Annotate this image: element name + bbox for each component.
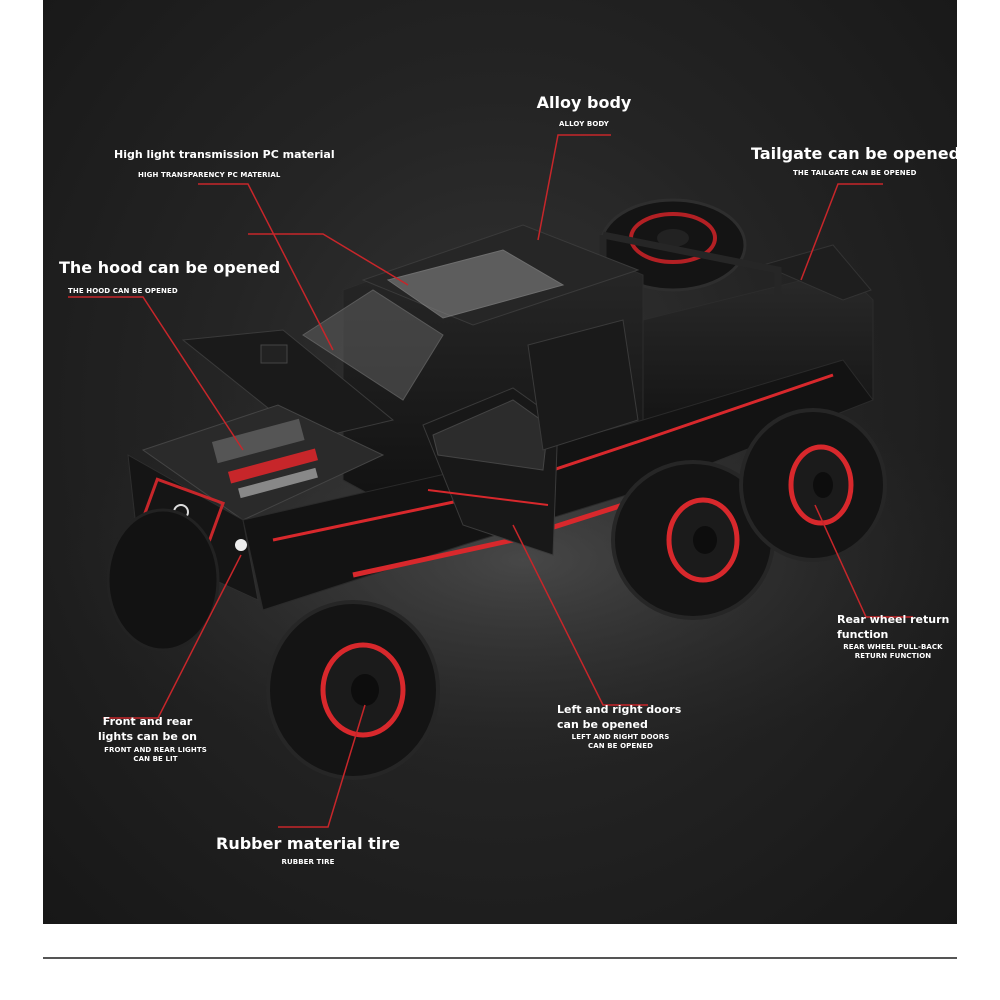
leader-hood — [68, 296, 244, 451]
headlight — [235, 539, 247, 551]
callout-lights-title-2: lights can be on — [97, 730, 198, 743]
leader-lines — [68, 134, 913, 828]
side-mirror — [260, 344, 288, 364]
sunroof — [386, 249, 565, 319]
callout-alloy-body-subtitle: ALLOY BODY — [559, 120, 609, 128]
engine-detail — [211, 418, 319, 499]
callout-rear-wheel-subtitle-1: REAR WHEEL PULL-BACK — [843, 643, 943, 651]
windshield — [302, 289, 444, 401]
leader-pc-material — [198, 183, 334, 351]
callout-rear-wheel-subtitle-2: RETURN FUNCTION — [854, 652, 932, 660]
leader-lights — [103, 554, 242, 719]
callout-hood-title: The hood can be opened — [59, 258, 281, 277]
door-trim — [427, 489, 549, 506]
leader-doors — [512, 524, 648, 706]
wheel-front-right — [106, 508, 220, 652]
wheel-front-left — [266, 600, 440, 780]
callout-doors-subtitle-2: CAN BE OPENED — [587, 742, 654, 750]
callout-lights-subtitle-1: FRONT AND REAR LIGHTS — [104, 746, 207, 754]
vehicle-illustration — [53, 134, 957, 828]
callout-doors-title-1: Left and right doors — [557, 703, 682, 716]
product-panel: Alloy body ALLOY BODY High light transmi… — [43, 0, 957, 924]
callout-tire-title: Rubber material tire — [216, 834, 400, 853]
wheel-middle — [611, 460, 775, 620]
callout-tailgate-subtitle: THE TAILGATE CAN BE OPENED — [793, 169, 917, 177]
callout-pc-material-subtitle: HIGH TRANSPARENCY PC MATERIAL — [138, 171, 281, 179]
callout-rear-wheel-title-2: function — [837, 628, 889, 641]
callout-hood-subtitle: THE HOOD CAN BE OPENED — [68, 287, 178, 295]
leader-pc-material-2 — [248, 233, 409, 286]
leader-tailgate — [800, 183, 883, 281]
callout-rear-wheel-title-1: Rear wheel return — [837, 613, 950, 626]
callout-lights-title-1: Front and rear — [102, 715, 193, 728]
callout-tailgate-title: Tailgate can be opened — [751, 144, 957, 163]
callout-doors-title-2: can be opened — [557, 718, 648, 731]
callout-lights-subtitle-2: CAN BE LIT — [133, 755, 178, 763]
callout-pc-material-title: High light transmission PC material — [114, 148, 335, 161]
callout-doors-subtitle-1: LEFT AND RIGHT DOORS — [571, 733, 670, 741]
callout-tire-subtitle: RUBBER TIRE — [281, 858, 335, 866]
hood-lid — [181, 329, 395, 441]
rear-door — [527, 319, 639, 451]
divider-line — [43, 957, 957, 959]
leader-tire — [278, 704, 366, 828]
callout-alloy-body-title: Alloy body — [536, 93, 632, 112]
leader-rear-wheel — [814, 504, 913, 618]
leader-alloy-body — [537, 134, 611, 241]
tailgate — [761, 244, 872, 301]
wheel-rear — [739, 408, 887, 562]
